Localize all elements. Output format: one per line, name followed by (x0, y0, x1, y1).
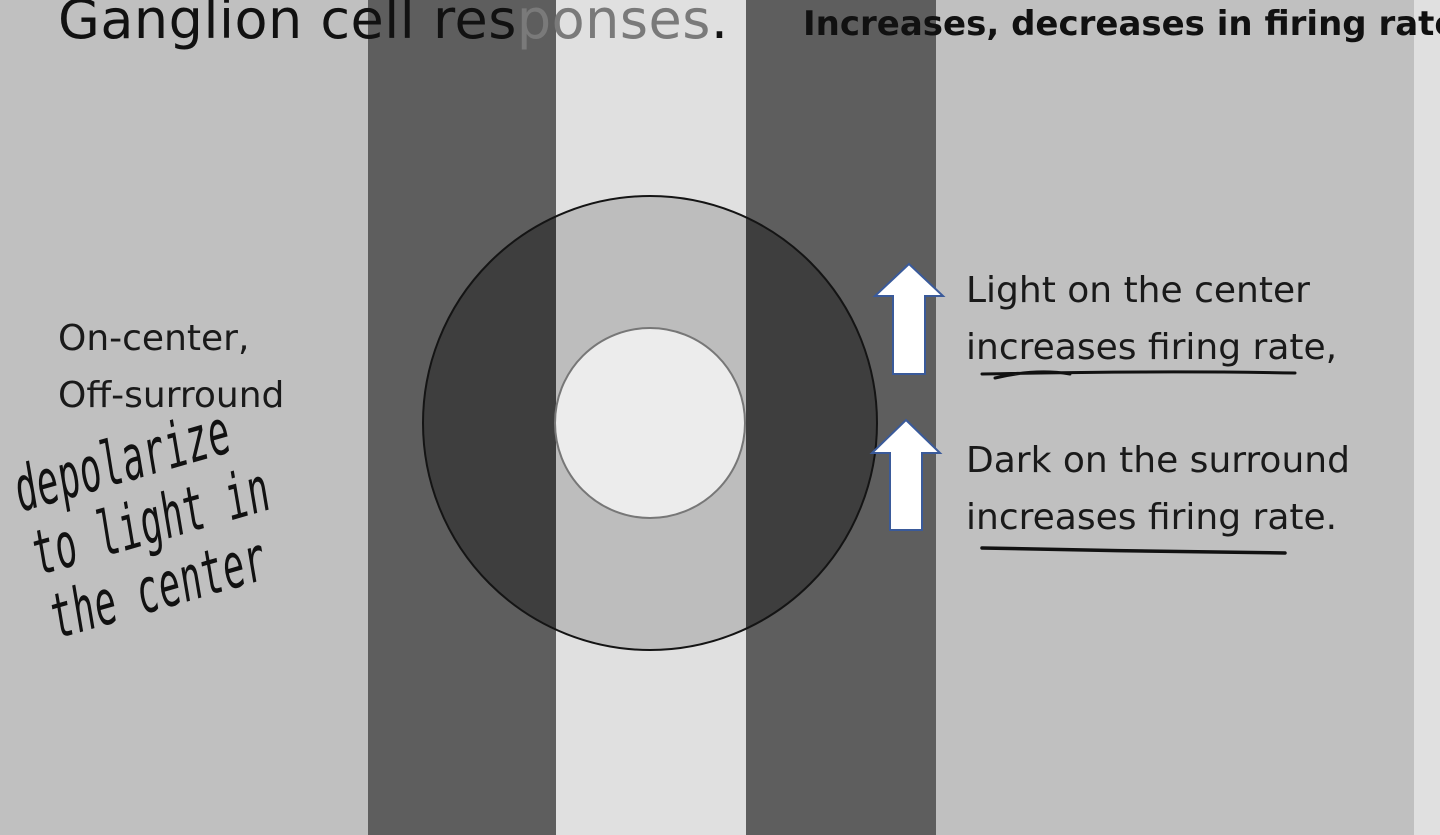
center-effect-line-2: increases firing rate, (966, 327, 1338, 368)
cell-type-line-1: On-center, (58, 318, 250, 359)
surround-ring-dark-left (423, 196, 556, 650)
cell-type-line-2: Off-surround (58, 375, 285, 416)
center-effect-label: Light on the center increases firing rat… (966, 262, 1337, 376)
up-arrow-icon (872, 262, 946, 375)
slide-title: Ganglion cell responses. (58, 0, 729, 58)
handdrawn-underline (980, 546, 1287, 555)
title-period: . (710, 0, 729, 51)
title-part-dark: Ganglion cell res (58, 0, 517, 51)
cell-type-label: On-center, Off-surround (58, 310, 284, 424)
surround-outline (422, 195, 878, 651)
center-effect-line-1: Light on the center (966, 270, 1310, 311)
slide-subtitle: Increases, decreases in firing rate (803, 4, 1440, 44)
surround-effect-line-2: increases firing rate. (966, 497, 1338, 538)
light-stripe-edge (1414, 0, 1440, 835)
surround-effect-label: Dark on the surround increases firing ra… (966, 432, 1350, 546)
up-arrow-icon (869, 418, 943, 531)
handdrawn-underline (980, 370, 1297, 380)
surround-effect-line-1: Dark on the surround (966, 440, 1350, 481)
center-circle (554, 327, 746, 519)
title-part-light: ponses (516, 0, 711, 51)
